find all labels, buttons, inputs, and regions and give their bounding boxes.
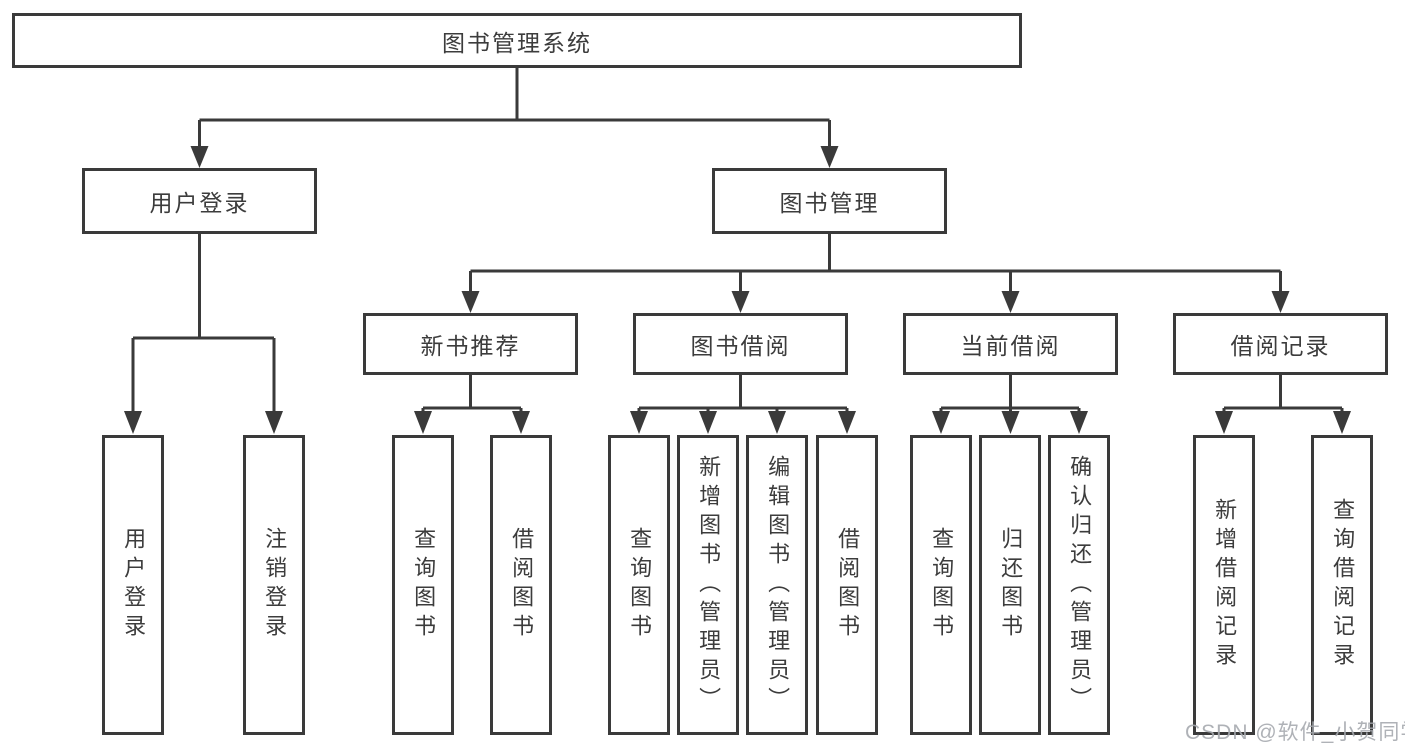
node-label: 新增借阅记录 (1212, 498, 1238, 672)
node-label: 用户登录 (149, 190, 250, 216)
leaf-query-borrow-record: 查询借阅记录 (1311, 435, 1373, 735)
node-label: 新增图书（管理员） (696, 454, 722, 716)
node-new-book-recommend: 新书推荐 (363, 313, 578, 375)
node-root: 图书管理系统 (12, 13, 1022, 68)
arrowhead-icons (124, 146, 1351, 434)
leaf-borrow-books: 借阅图书 (816, 435, 878, 735)
leaf-return-book: 归还图书 (979, 435, 1041, 735)
leaf-add-borrow-record: 新增借阅记录 (1193, 435, 1255, 735)
node-label: 编辑图书（管理员） (765, 454, 791, 716)
node-label: 借阅图书 (509, 527, 535, 643)
node-label: 图书借阅 (690, 333, 791, 359)
node-label: 新书推荐 (420, 333, 521, 359)
leaf-query-books-borrow: 查询图书 (608, 435, 670, 735)
leaf-borrow-books-recommend: 借阅图书 (490, 435, 552, 735)
node-label: 借阅记录 (1230, 333, 1331, 359)
node-borrow-records: 借阅记录 (1173, 313, 1388, 375)
csdn-watermark: CSDN @软件_小贺同学 (1185, 721, 1405, 744)
node-label: 查询借阅记录 (1330, 498, 1356, 672)
leaf-logout-login: 注销登录 (243, 435, 305, 735)
node-book-borrow: 图书借阅 (633, 313, 848, 375)
node-label: 当前借阅 (960, 333, 1061, 359)
node-label: 查询图书 (411, 527, 437, 643)
node-label: 图书管理 (779, 190, 880, 216)
node-label: 注销登录 (262, 527, 288, 643)
node-book-management: 图书管理 (712, 168, 947, 234)
leaf-user-login: 用户登录 (102, 435, 164, 735)
node-label: 确认归还（管理员） (1067, 454, 1093, 716)
node-current-borrow: 当前借阅 (903, 313, 1118, 375)
node-label: 归还图书 (998, 527, 1024, 643)
leaf-query-books-current: 查询图书 (910, 435, 972, 735)
leaf-add-book-admin: 新增图书（管理员） (677, 435, 739, 735)
node-label: 查询图书 (929, 527, 955, 643)
node-label: 借阅图书 (835, 527, 861, 643)
node-root-label: 图书管理系统 (442, 29, 592, 56)
leaf-confirm-return-admin: 确认归还（管理员） (1048, 435, 1110, 735)
node-label: 用户登录 (121, 527, 147, 643)
node-user-login: 用户登录 (82, 168, 317, 234)
node-label: 查询图书 (627, 527, 653, 643)
leaf-query-books-recommend: 查询图书 (392, 435, 454, 735)
leaf-edit-book-admin: 编辑图书（管理员） (746, 435, 808, 735)
